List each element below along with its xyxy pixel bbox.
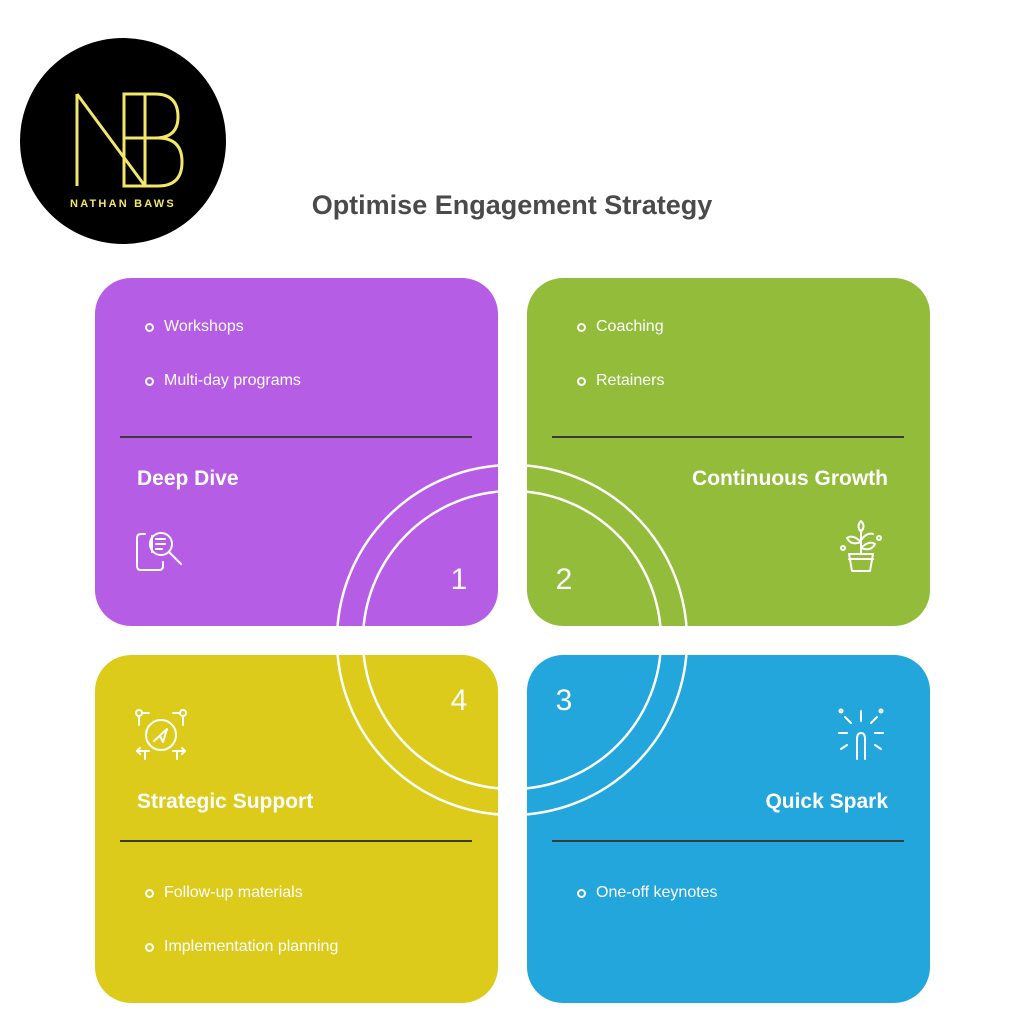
list-item: One-off keynotes [577,884,718,938]
bullet-icon [145,323,154,332]
bullet-icon [145,377,154,386]
divider [552,436,904,438]
quadrant-number: 3 [555,684,573,717]
quadrant-continuous-growth: Coaching Retainers Continuous Growth [527,278,930,626]
divider [120,436,472,438]
quadrant-number: 2 [555,563,573,596]
quadrant-number: 4 [450,684,468,717]
page-title: Optimise Engagement Strategy [311,190,713,220]
bullet-icon [145,943,154,952]
list-item: Follow-up materials [145,884,338,938]
spark-icon [838,708,884,760]
quadrant-heading: Continuous Growth [692,467,888,490]
compass-arrows-icon [135,709,187,760]
divider [120,840,472,842]
logo-caption: NATHAN BAWS [70,198,176,210]
list-item: Coaching [577,318,664,372]
quadrant-strategic-support: Strategic Support Follow-up materials Im… [95,655,498,1003]
quadrant-number: 1 [450,563,468,596]
list-item: Implementation planning [145,938,338,992]
bullet-icon [577,323,586,332]
list-item: Workshops [145,318,301,372]
item-list: One-off keynotes [577,884,718,938]
item-list: Follow-up materials Implementation plann… [145,884,338,992]
bullet-icon [577,377,586,386]
list-item: Retainers [577,372,664,426]
bullet-icon [577,889,586,898]
item-list: Workshops Multi-day programs [145,318,301,426]
quadrant-heading: Strategic Support [137,790,314,813]
list-item: Multi-day programs [145,372,301,426]
divider [552,840,904,842]
potted-plant-icon [840,520,882,572]
nb-monogram [75,92,184,188]
brand-logo: NATHAN BAWS [20,38,226,244]
quadrant-heading: Quick Spark [765,790,888,813]
item-list: Coaching Retainers [577,318,664,426]
bullet-icon [145,889,154,898]
quadrant-quick-spark: Quick Spark One-off keynotes [527,655,930,1003]
magnifier-document-icon [136,532,182,571]
quadrant-deep-dive: Workshops Multi-day programs Deep Dive [95,278,498,626]
quadrant-heading: Deep Dive [137,467,239,490]
